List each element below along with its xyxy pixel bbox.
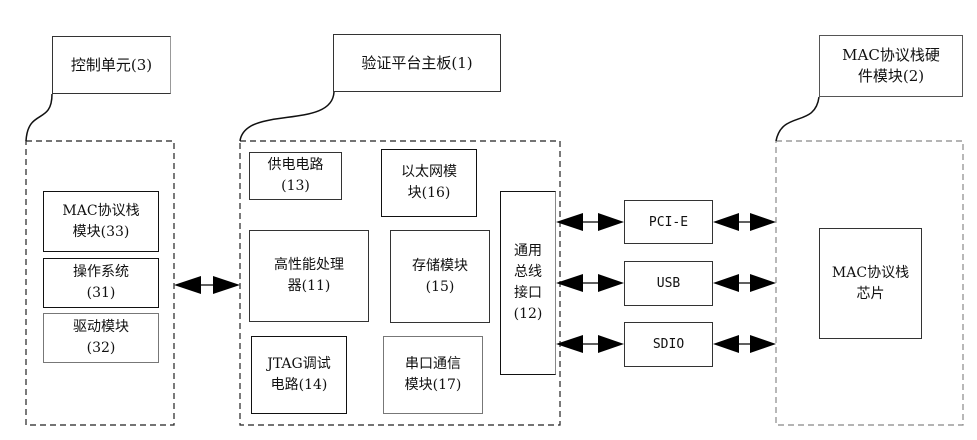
module-processor-11: 高性能处理 器(11) bbox=[249, 230, 369, 322]
module-15-label: 存储模块 (15) bbox=[412, 257, 468, 295]
module-ethernet-16: 以太网模 块(16) bbox=[381, 149, 477, 217]
module-33-label: MAC协议栈 模块(33) bbox=[62, 202, 140, 240]
interface-usb: USB bbox=[624, 261, 713, 306]
main-board-title: 验证平台主板(1) bbox=[333, 34, 501, 92]
arrow-control-main bbox=[174, 276, 240, 294]
module-jtag-14: JTAG调试 电路(14) bbox=[251, 336, 347, 414]
module-17-label: 串口通信 模块(17) bbox=[404, 356, 462, 393]
module-11-label: 高性能处理 器(11) bbox=[274, 257, 344, 294]
control-unit-frame bbox=[25, 140, 175, 426]
module-bus-interface-12: 通用 总线 接口 (12) bbox=[500, 191, 556, 375]
module-os-31: 操作系统 (31) bbox=[43, 258, 159, 308]
arrow-bus-pcie bbox=[556, 213, 624, 231]
interface-sdio-label: SDIO bbox=[652, 337, 685, 352]
module-storage-15: 存储模块 (15) bbox=[390, 230, 490, 323]
module-serial-17: 串口通信 模块(17) bbox=[383, 336, 483, 414]
control-unit-title: 控制单元(3) bbox=[52, 36, 171, 94]
module-31-label: 操作系统 (31) bbox=[73, 264, 129, 301]
arrow-pcie-machw bbox=[713, 213, 776, 231]
interface-pcie-label: PCI-E bbox=[648, 214, 689, 230]
control-unit-title-text: 控制单元(3) bbox=[70, 56, 153, 74]
module-13-label: 供电电路 (13) bbox=[267, 157, 324, 194]
arrow-bus-sdio bbox=[556, 335, 624, 353]
module-16-label: 以太网模 块(16) bbox=[401, 164, 457, 201]
interface-usb-label: USB bbox=[656, 276, 681, 291]
mac-hw-callout-curve bbox=[775, 96, 820, 142]
interface-sdio: SDIO bbox=[624, 322, 713, 367]
module-14-label: JTAG调试 电路(14) bbox=[267, 356, 331, 393]
arrow-usb-machw bbox=[713, 274, 776, 292]
mac-chip-label: MAC协议栈 芯片 bbox=[831, 264, 910, 302]
main-board-callout-curve bbox=[239, 91, 335, 142]
main-board-title-text: 验证平台主板(1) bbox=[361, 54, 473, 72]
arrow-bus-usb bbox=[556, 274, 624, 292]
arrow-sdio-machw bbox=[713, 335, 776, 353]
module-power-13: 供电电路 (13) bbox=[249, 152, 342, 200]
module-mac-chip: MAC协议栈 芯片 bbox=[819, 228, 922, 339]
mac-hw-title: MAC协议栈硬 件模块(2) bbox=[819, 35, 963, 97]
module-driver-32: 驱动模块 (32) bbox=[43, 313, 159, 363]
module-32-label: 驱动模块 (32) bbox=[73, 319, 129, 356]
interface-pcie: PCI-E bbox=[624, 200, 713, 244]
module-mac-stack-33: MAC协议栈 模块(33) bbox=[43, 191, 159, 252]
control-unit-callout-curve bbox=[25, 93, 53, 142]
module-12-label: 通用 总线 接口 (12) bbox=[513, 243, 543, 322]
mac-hw-title-text: MAC协议栈硬 件模块(2) bbox=[842, 46, 940, 85]
